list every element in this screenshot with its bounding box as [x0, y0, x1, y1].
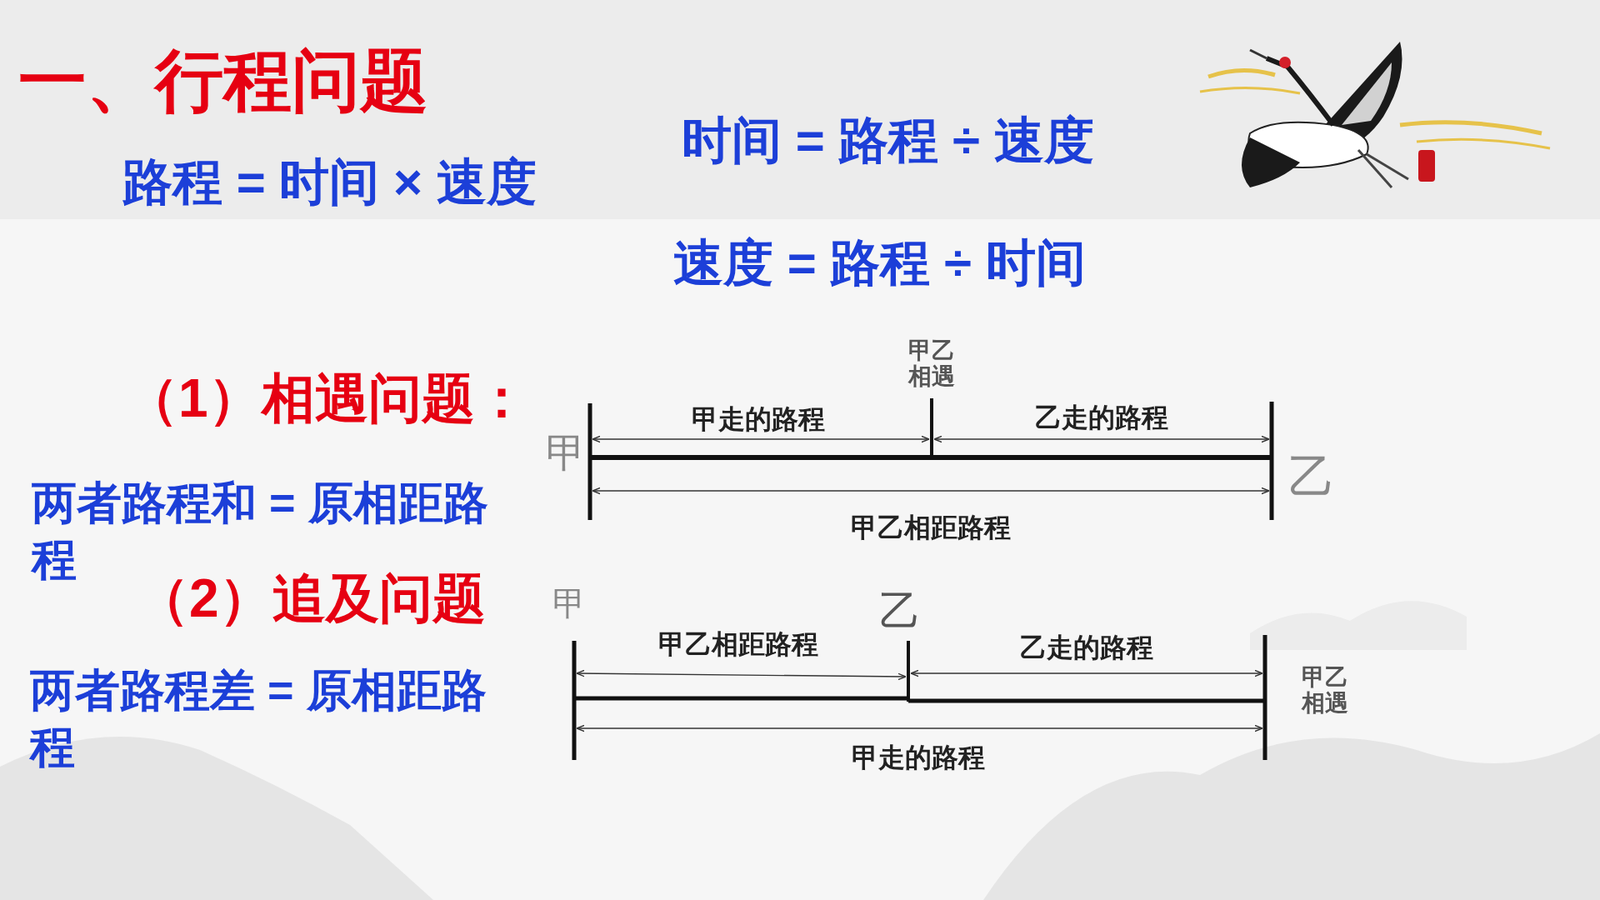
distance-label: 乙走的路程 [1020, 631, 1154, 664]
meeting-point-label: 甲乙相遇 [1300, 665, 1349, 717]
distance-label: 甲乙相距路程 [850, 511, 1011, 544]
formula: 路程 = 时间 × 速度 [122, 152, 537, 213]
distance-label: 甲走的路程 [691, 403, 825, 435]
distance-label: 乙走的路程 [1035, 401, 1169, 434]
slide-title: 一、行程问题 [18, 40, 429, 122]
section-heading: （2）追及问题 [135, 566, 486, 631]
rule-note: 两者路程差 = 原相距路程 [30, 662, 505, 775]
crane-illustration [1200, 41, 1550, 188]
end-label: 甲 [545, 429, 586, 478]
end-label: 乙 [1288, 448, 1335, 505]
meeting-point-label: 甲乙相遇 [907, 338, 955, 390]
formula: 速度 = 路程 ÷ 时间 [673, 233, 1086, 294]
end-label: 乙 [879, 585, 921, 636]
distance-label: 甲走的路程 [851, 741, 985, 774]
distance-label: 甲乙相距路程 [658, 628, 819, 660]
ink-mountains [0, 600, 1600, 900]
formula: 时间 = 路程 ÷ 速度 [681, 110, 1095, 171]
end-label: 甲 [552, 583, 586, 624]
meeting-diagram [590, 398, 1272, 520]
header-band [0, 0, 1600, 220]
section-heading: （1）相遇问题： [125, 366, 529, 431]
